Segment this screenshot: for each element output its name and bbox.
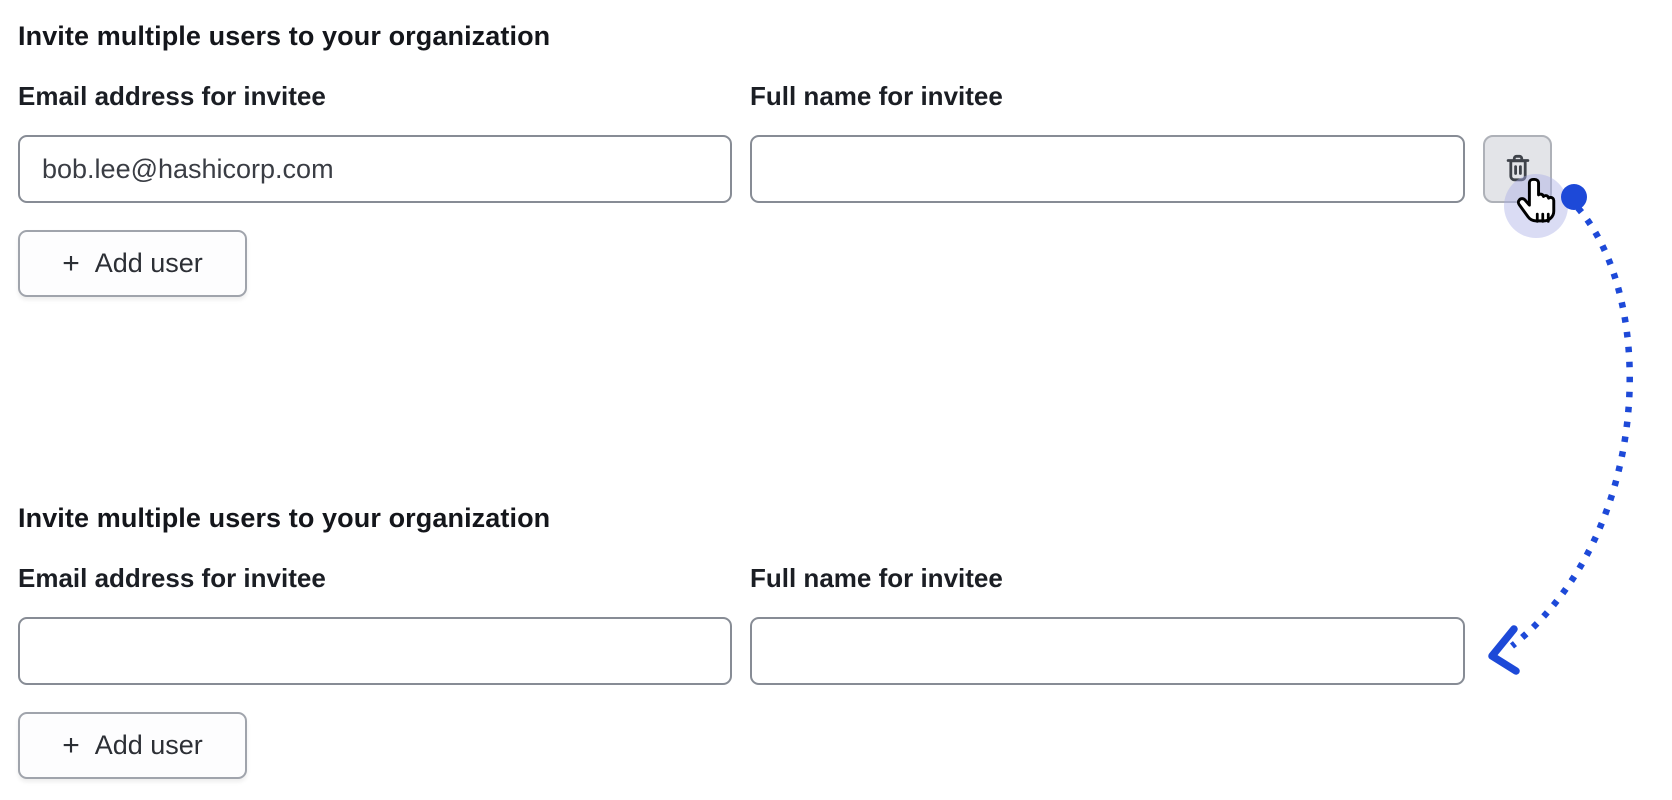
field-row xyxy=(18,135,1552,203)
email-input[interactable] xyxy=(18,617,732,685)
dotted-arc xyxy=(1509,205,1633,649)
full-name-label: Full name for invitee xyxy=(750,563,1003,593)
email-label: Email address for invitee xyxy=(18,81,326,111)
label-row: Email address for invitee Full name for … xyxy=(18,81,1465,111)
label-row: Email address for invitee Full name for … xyxy=(18,563,1465,593)
full-name-input[interactable] xyxy=(750,617,1465,685)
add-user-button-label: Add user xyxy=(94,730,203,760)
plus-icon: + xyxy=(62,728,80,762)
add-user-button[interactable]: + Add user xyxy=(18,712,247,779)
section-heading: Invite multiple users to your organizati… xyxy=(18,503,551,533)
full-name-input[interactable] xyxy=(750,135,1465,203)
email-input[interactable] xyxy=(18,135,732,203)
invite-section-after: Invite multiple users to your organizati… xyxy=(18,502,1465,779)
full-name-label: Full name for invitee xyxy=(750,81,1003,111)
section-heading: Invite multiple users to your organizati… xyxy=(18,21,551,51)
plus-icon: + xyxy=(62,246,80,280)
add-user-button-label: Add user xyxy=(94,248,203,278)
field-row xyxy=(18,617,1465,685)
pointer-hand-icon xyxy=(1516,176,1560,237)
email-label: Email address for invitee xyxy=(18,563,326,593)
trash-icon xyxy=(1502,153,1534,185)
arrowhead xyxy=(1488,625,1520,675)
delete-row-button[interactable] xyxy=(1483,135,1552,203)
invite-section-before: Invite multiple users to your organizati… xyxy=(18,20,1552,297)
add-user-button[interactable]: + Add user xyxy=(18,230,247,297)
